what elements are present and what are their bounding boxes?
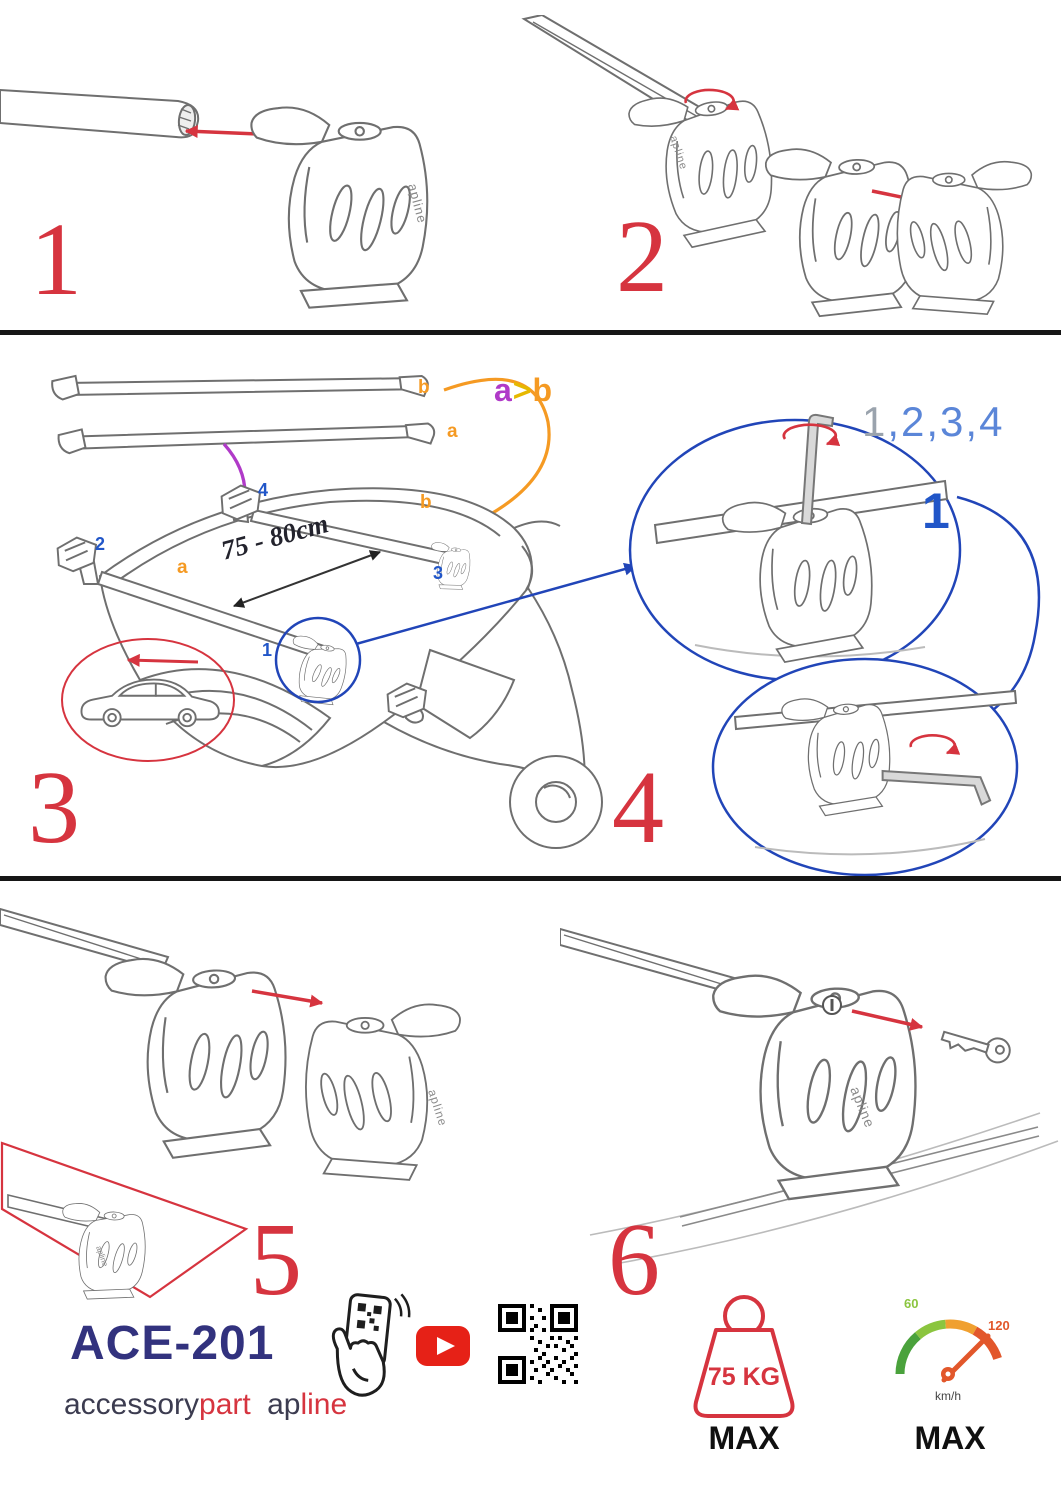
foot-clamp-drawing: [103, 950, 292, 1162]
order-gt: >: [512, 372, 533, 408]
roof-label-a: a: [177, 557, 188, 578]
mount-order-note: a>b: [494, 372, 553, 409]
detail-2-contents: [733, 689, 1018, 856]
apline-part-logo: apline: [425, 1088, 450, 1128]
cover-drawing: [896, 160, 1033, 316]
speed-low-label: 60: [904, 1296, 918, 1311]
foot-clamp-drawing: [764, 144, 920, 319]
blue-detail-circle: [274, 616, 362, 704]
crossbar-drawing: [0, 88, 200, 139]
car-direction-badge: [61, 638, 235, 762]
step-number-4: 4: [612, 750, 664, 865]
clamp-number-3: 3: [433, 563, 444, 583]
bar-label-a: a: [447, 421, 458, 442]
tighten-sequence: 1,2,3,4: [862, 398, 1004, 446]
measurement-arrow: [232, 550, 382, 608]
torque-arrow: [684, 88, 740, 111]
step4-illustration: [628, 413, 1041, 877]
sequence-rest: ,2,3,4: [887, 398, 1005, 445]
step-number-2: 2: [616, 199, 668, 314]
key-icon: [938, 1027, 1013, 1066]
section-divider: [0, 330, 1061, 335]
step-number-6: 6: [608, 1202, 660, 1317]
step6-illustration: apline: [560, 927, 1059, 1264]
brand-part: part: [199, 1388, 251, 1421]
speed-high-label: 120: [988, 1318, 1010, 1333]
foot-clamp-drawing: [250, 106, 429, 309]
speed-max-label: MAX: [914, 1420, 986, 1456]
step5-illustration: apline apline: [0, 907, 461, 1302]
insert-arrow: [184, 124, 259, 138]
phone-qr-scan-icon: [331, 1293, 411, 1397]
crossbar-drawing: [521, 15, 722, 135]
brand-line-suffix: line: [300, 1388, 348, 1421]
attach-cover-arrow: [251, 989, 324, 1008]
weight-limit-icon: 75 KG: [693, 1295, 795, 1418]
clamp-number-1: 1: [262, 640, 273, 660]
torque-arrow: [909, 734, 961, 755]
detail-1-contents: [653, 479, 949, 668]
section-divider: [0, 876, 1061, 881]
lock-key-arrow: [851, 1009, 924, 1031]
crossbar-b-drawing: [50, 362, 430, 414]
weight-value: 75 KG: [708, 1363, 780, 1391]
orange-guide-arrow: [438, 377, 551, 541]
foot-clamp-drawing: [711, 966, 923, 1204]
clamp-number-4: 4: [258, 480, 269, 500]
step-number-5: 5: [250, 1202, 302, 1317]
detail-label-1: 1: [922, 483, 950, 539]
step-number-1: 1: [30, 202, 82, 317]
blue-leader-line: [355, 562, 638, 646]
step3-illustration: [50, 362, 638, 849]
clamp-number-2: 2: [95, 534, 106, 554]
sequence-first: 1: [862, 398, 888, 445]
bar-label-b: b: [418, 377, 430, 398]
direction-arrow: [126, 653, 199, 667]
finished-assembly-drawing: [7, 1193, 148, 1302]
brand-ap: ap: [267, 1388, 301, 1421]
brand-line: accessorypart apline: [64, 1388, 347, 1422]
order-b: b: [532, 372, 554, 408]
speedometer-icon: 60 120 km/h: [895, 1296, 1010, 1403]
highlight-zone-outline: [0, 1141, 249, 1299]
brand-accessory: accessory: [64, 1388, 200, 1421]
youtube-icon: [416, 1326, 470, 1366]
step1-illustration: apline: [0, 88, 430, 309]
crossbar-a-drawing: [57, 416, 436, 461]
torque-arrow: [782, 423, 841, 446]
step-number-3: 3: [28, 750, 80, 865]
roof-label-b: b: [420, 492, 432, 513]
speed-unit-label: km/h: [935, 1389, 961, 1403]
step2-illustration: apline: [521, 15, 1033, 319]
order-a: a: [494, 372, 513, 408]
qr-code: [498, 1304, 578, 1384]
allen-key-icon: [881, 769, 992, 806]
product-model: ACE-201: [70, 1317, 275, 1370]
weight-max-label: MAX: [708, 1420, 780, 1456]
